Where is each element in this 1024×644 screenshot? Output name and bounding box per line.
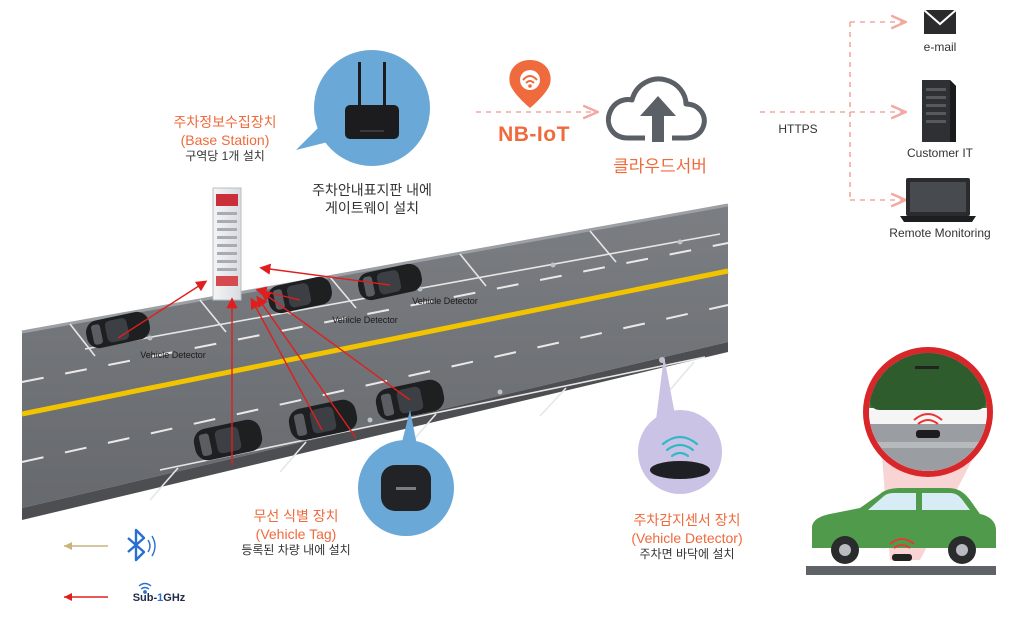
base-station-note: 구역당 1개 설치 [185, 149, 265, 163]
gateway-caption-line2: 게이트웨이 설치 [324, 199, 420, 216]
gateway-caption: 주차안내표지판 내에 게이트웨이 설치 [302, 182, 442, 217]
base-station-label: 주차정보수집장치 (Base Station) 구역당 1개 설치 [160, 114, 290, 164]
underbody-sensor-icon [889, 538, 915, 561]
sub1ghz-signal-arrows [117, 263, 411, 465]
email-label: e-mail [923, 40, 957, 54]
car-upper-1 [86, 311, 150, 349]
nbiot-label: NB-IoT [498, 123, 570, 146]
vehicle-detector-device-icon [650, 461, 710, 479]
road-top-curb [21, 203, 729, 334]
vehicle-tag-title: 무선 식별 장치 [253, 508, 339, 524]
vehicle-detector-label: 주차감지센서 장치 (Vehicle Detector) 주차면 바닥에 설치 [612, 512, 762, 562]
vehicle-tag-bubble [358, 410, 454, 536]
cloud-upload-icon [605, 76, 707, 142]
vehicle-tag-subtitle: (Vehicle Tag) [255, 525, 337, 542]
road-label-detector-2: Vehicle Detector [332, 315, 398, 325]
remote-monitoring-label: Remote Monitoring [889, 226, 991, 240]
legend-sub1ghz-prefix: Sub- [132, 592, 158, 604]
legend-sub1ghz-number: 1 [157, 592, 164, 604]
lane-dash-upper [21, 242, 729, 383]
car-upper-3 [358, 263, 422, 301]
car-lower-1 [193, 419, 263, 461]
parking-sign [212, 187, 242, 301]
vehicle-tag-note: 등록된 차량 내에 설치 [241, 543, 351, 557]
legend-sub1ghz-suffix: GHz [163, 592, 186, 604]
green-car-icon [812, 488, 996, 564]
lane-dash-lower [21, 304, 729, 463]
https-label: HTTPS [778, 122, 818, 136]
car-inset [806, 347, 996, 575]
magnified-view [863, 347, 993, 477]
base-station-subtitle: (Base Station) [180, 131, 270, 148]
legend-sub1ghz-label: Sub-1GHz [124, 592, 194, 606]
nbiot-pin-icon [509, 60, 551, 108]
customer-it-label: Customer IT [906, 146, 973, 160]
sub1ghz-wifi-icon [138, 582, 152, 594]
center-line-yellow [21, 268, 729, 417]
vehicle-tag-label: 무선 식별 장치 (Vehicle Tag) 등록된 차량 내에 설치 [228, 508, 364, 558]
vehicle-detector-title: 주차감지센서 장치 [633, 512, 741, 528]
vehicle-detector-note: 주차면 바닥에 설치 [639, 547, 735, 561]
cloud-server-label: 클라우드서버 [613, 157, 707, 176]
road-label-detector-1: Vehicle Detector [140, 350, 206, 360]
bluetooth-icon [127, 528, 146, 562]
email-icon [923, 9, 957, 34]
gateway-bubble [296, 50, 430, 166]
https-links [760, 22, 904, 200]
base-station-title: 주차정보수집장치 [173, 114, 277, 130]
vehicle-detector-subtitle: (Vehicle Detector) [631, 529, 743, 546]
bluetooth-waves-icon [147, 535, 156, 557]
road-label-detector-3: Vehicle Detector [412, 296, 478, 306]
road-front-edge [22, 342, 728, 520]
wifi-waves-icon [661, 435, 699, 458]
car-lower-2 [288, 399, 358, 441]
server-icon [922, 80, 956, 142]
legend [64, 528, 156, 601]
gateway-router-icon [345, 62, 399, 139]
laptop-icon [900, 178, 976, 222]
gateway-caption-line1: 주차안내표지판 내에 [312, 182, 432, 198]
vehicle-detector-bubble [638, 356, 722, 494]
